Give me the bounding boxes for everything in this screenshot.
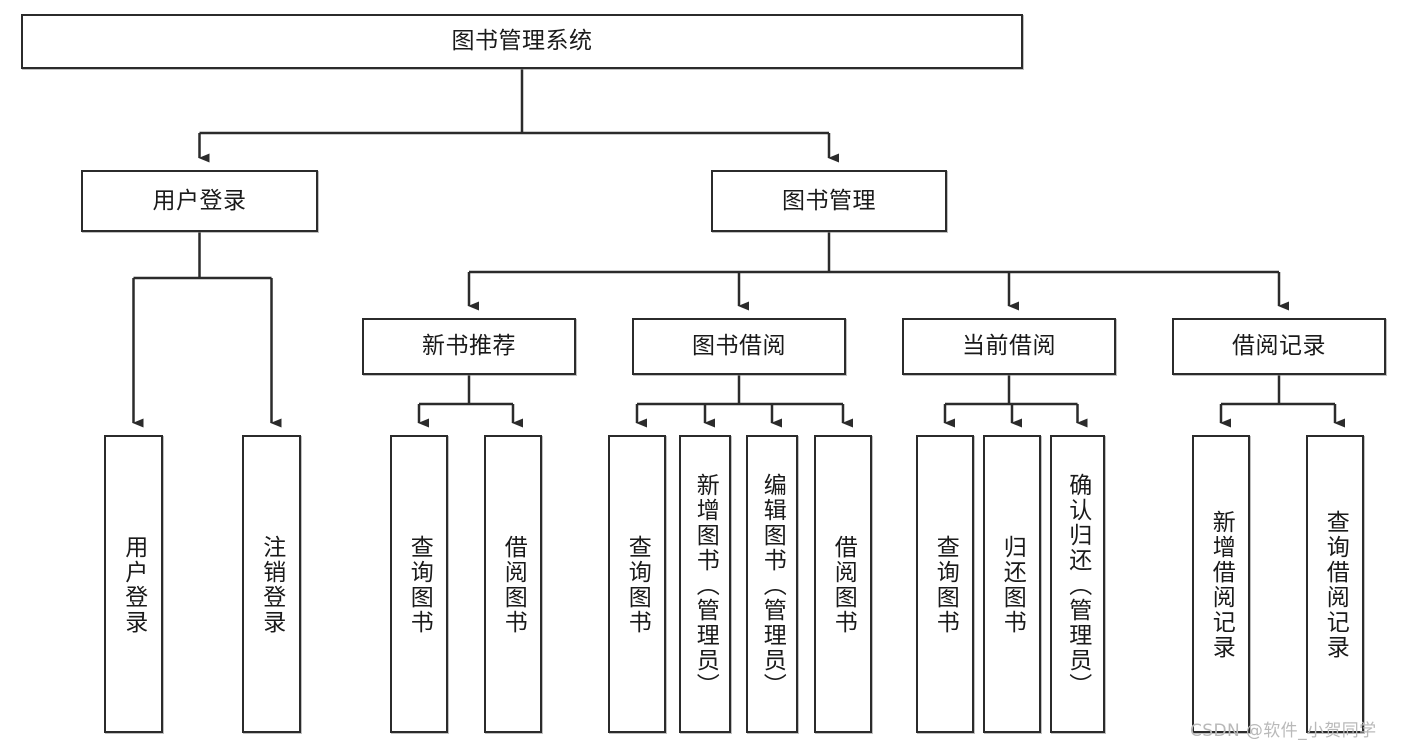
node-label-leaf-return-book: 归还图书 <box>999 535 1026 635</box>
node-new-book-recommend[interactable]: 新书推荐 <box>362 318 576 375</box>
node-leaf-query-book-1[interactable]: 查询图书 <box>390 435 448 733</box>
node-label-leaf-user-logout: 注销登录 <box>258 535 285 635</box>
node-leaf-query-record[interactable]: 查询借阅记录 <box>1306 435 1364 733</box>
node-label-leaf-add-book: 新增图书（管理员） <box>692 472 719 698</box>
node-leaf-query-book-2[interactable]: 查询图书 <box>608 435 666 733</box>
node-label-leaf-user-login: 用户登录 <box>120 535 147 635</box>
node-label-new-book-recommend: 新书推荐 <box>422 333 516 360</box>
node-leaf-add-record[interactable]: 新增借阅记录 <box>1192 435 1250 733</box>
node-leaf-borrow-book-2[interactable]: 借阅图书 <box>814 435 872 733</box>
node-leaf-edit-book[interactable]: 编辑图书（管理员） <box>746 435 798 733</box>
node-label-book-borrow: 图书借阅 <box>692 333 786 360</box>
node-current-borrow[interactable]: 当前借阅 <box>902 318 1116 375</box>
node-root[interactable]: 图书管理系统 <box>21 14 1023 69</box>
node-leaf-user-logout[interactable]: 注销登录 <box>242 435 301 733</box>
node-label-leaf-query-book-2: 查询图书 <box>624 535 651 635</box>
node-leaf-query-book-3[interactable]: 查询图书 <box>916 435 974 733</box>
node-leaf-user-login[interactable]: 用户登录 <box>104 435 163 733</box>
node-book-manage[interactable]: 图书管理 <box>711 170 947 232</box>
node-label-leaf-borrow-book-1: 借阅图书 <box>500 535 527 635</box>
node-label-leaf-query-book-3: 查询图书 <box>932 535 959 635</box>
node-leaf-borrow-book-1[interactable]: 借阅图书 <box>484 435 542 733</box>
node-label-borrow-record: 借阅记录 <box>1232 333 1326 360</box>
node-label-user-login: 用户登录 <box>152 187 247 214</box>
node-label-root: 图书管理系统 <box>451 28 593 55</box>
node-leaf-add-book[interactable]: 新增图书（管理员） <box>679 435 731 733</box>
node-leaf-return-book[interactable]: 归还图书 <box>983 435 1041 733</box>
node-label-leaf-edit-book: 编辑图书（管理员） <box>759 472 786 698</box>
node-label-leaf-borrow-book-2: 借阅图书 <box>830 535 857 635</box>
node-label-leaf-query-book-1: 查询图书 <box>406 535 433 635</box>
node-label-leaf-add-record: 新增借阅记录 <box>1208 510 1235 660</box>
node-book-borrow[interactable]: 图书借阅 <box>632 318 846 375</box>
node-borrow-record[interactable]: 借阅记录 <box>1172 318 1386 375</box>
node-label-leaf-query-record: 查询借阅记录 <box>1322 510 1349 660</box>
node-label-book-manage: 图书管理 <box>782 187 876 214</box>
node-label-leaf-confirm-return: 确认归还（管理员） <box>1064 472 1091 698</box>
node-user-login[interactable]: 用户登录 <box>81 170 318 232</box>
node-label-current-borrow: 当前借阅 <box>962 333 1056 360</box>
watermark-text: CSDN @软件_小贺同学 <box>1190 721 1377 741</box>
node-leaf-confirm-return[interactable]: 确认归还（管理员） <box>1050 435 1105 733</box>
